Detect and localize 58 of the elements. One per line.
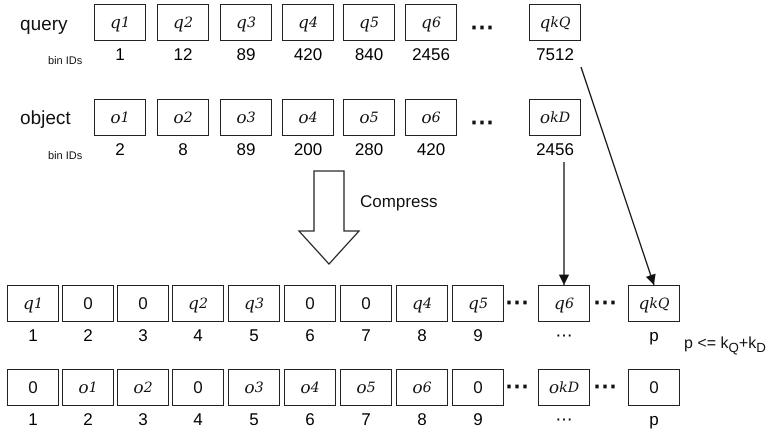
bin-id: 89 — [236, 45, 256, 65]
position-index: 8 — [417, 410, 427, 430]
ellipsis: ⋯ — [593, 288, 617, 317]
position-index: 1 — [28, 326, 38, 346]
position-index: 2 — [83, 410, 93, 430]
row-label: bin IDs — [48, 55, 82, 67]
bin-id: 420 — [416, 140, 446, 160]
ellipsis: ⋯ — [505, 288, 529, 317]
position-index: 5 — [249, 326, 259, 346]
formula-note: p <= k$_{Q}$+k$_{D}$ — [684, 335, 766, 356]
vector-cell: 0 — [452, 369, 504, 406]
ellipsis: ⋯ — [470, 108, 494, 137]
arrow-label: Compress — [360, 192, 438, 212]
bin-id: 89 — [236, 140, 256, 160]
vector-cell: 0 — [172, 369, 224, 406]
row-label: bin IDs — [48, 150, 82, 162]
position-index: 8 — [417, 326, 427, 346]
vector-cell: 0 — [628, 369, 680, 406]
bin-id: 280 — [354, 140, 384, 160]
position-index: 9 — [473, 326, 483, 346]
position-index: 5 — [249, 410, 259, 430]
bin-id: 12 — [174, 45, 192, 65]
arrow — [580, 66, 656, 286]
bin-id: 840 — [354, 45, 384, 65]
vector-cell: 0 — [340, 285, 392, 322]
bin-id: 420 — [294, 45, 322, 65]
position-index: 6 — [305, 326, 315, 346]
position-index: 2 — [83, 326, 93, 346]
position-index: 4 — [193, 410, 203, 430]
row-label: object — [20, 108, 71, 130]
position-index: 7 — [361, 410, 371, 430]
bin-id: 8 — [178, 140, 188, 160]
ellipsis: ⋯ — [470, 13, 494, 42]
position-index: 3 — [138, 410, 148, 430]
position-index: 7 — [361, 326, 371, 346]
position-index: ⋯ — [556, 410, 572, 430]
position-index: 9 — [473, 410, 483, 430]
position-index: 6 — [305, 410, 315, 430]
bin-id: 200 — [294, 140, 322, 160]
vector-cell: 0 — [62, 285, 114, 322]
vector-cell: 0 — [117, 285, 169, 322]
row-label: query — [20, 14, 68, 36]
ellipsis: ⋯ — [505, 372, 529, 401]
vector-cell: 0 — [7, 369, 59, 406]
position-index: 1 — [28, 410, 38, 430]
ellipsis: ⋯ — [593, 372, 617, 401]
vector-cell: 0 — [284, 285, 336, 322]
arrow — [558, 162, 570, 285]
bin-id: 2 — [115, 140, 125, 160]
position-index: ⋯ — [556, 326, 572, 346]
position-index: p — [649, 326, 659, 346]
bin-id: 2456 — [412, 45, 450, 65]
position-index: 4 — [193, 326, 203, 346]
bin-id: 2456 — [536, 140, 574, 160]
bin-id: 7512 — [536, 45, 574, 65]
position-index: p — [649, 410, 659, 430]
bin-id: 1 — [115, 45, 125, 65]
position-index: 3 — [138, 326, 148, 346]
